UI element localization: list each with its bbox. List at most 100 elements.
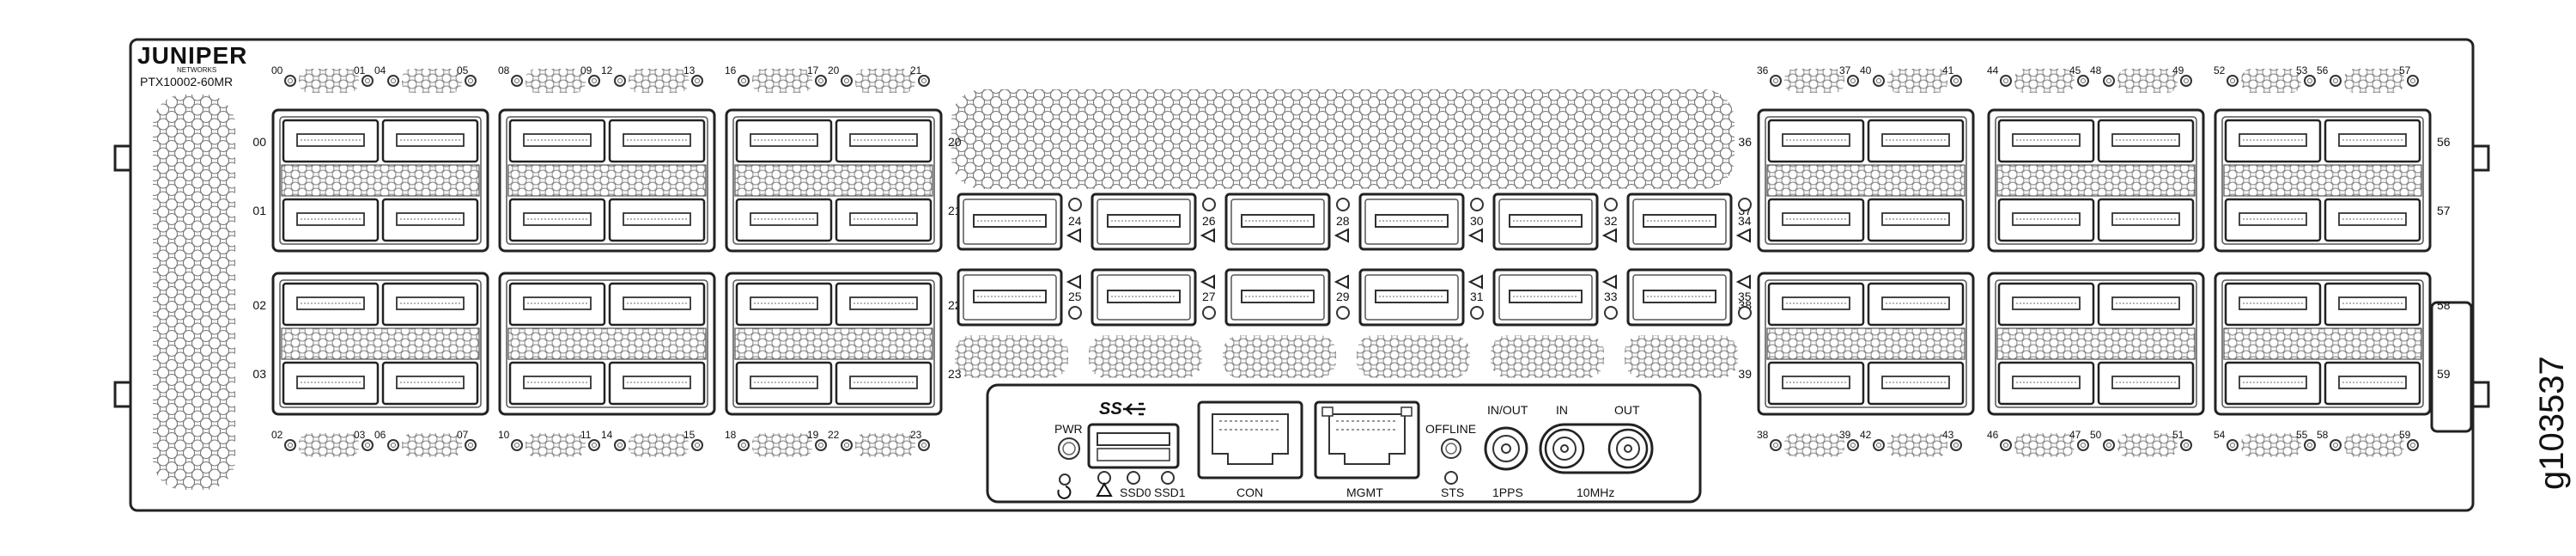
port-led bbox=[1068, 306, 1082, 320]
left-lower-cage-1 bbox=[498, 272, 716, 416]
sfp-port[interactable] bbox=[1492, 192, 1599, 251]
qsfp-port[interactable] bbox=[508, 198, 606, 242]
qsfp-port[interactable] bbox=[1767, 361, 1865, 406]
left-upper-cage-0 bbox=[271, 108, 489, 253]
qsfp-port[interactable] bbox=[2097, 361, 2195, 406]
qsfp-port[interactable] bbox=[2224, 361, 2322, 406]
cage-port-label: 58 bbox=[2437, 298, 2451, 312]
qsfp-port[interactable] bbox=[282, 119, 380, 163]
direction-triangle-icon bbox=[1735, 274, 1751, 290]
sfp-port[interactable] bbox=[1626, 268, 1733, 327]
qsfp-port[interactable] bbox=[735, 361, 833, 406]
qsfp-port[interactable] bbox=[1997, 282, 2095, 327]
qsfp-port[interactable] bbox=[282, 361, 380, 406]
port-number-label: 01 bbox=[354, 64, 366, 76]
qsfp-port[interactable] bbox=[282, 282, 380, 327]
qsfp-port[interactable] bbox=[835, 361, 933, 406]
qsfp-port[interactable] bbox=[1767, 119, 1865, 163]
qsfp-port[interactable] bbox=[508, 361, 606, 406]
qsfp-port[interactable] bbox=[1867, 361, 1965, 406]
direction-triangle-icon bbox=[1467, 228, 1483, 243]
qsfp-port[interactable] bbox=[2324, 198, 2421, 242]
qsfp-port[interactable] bbox=[608, 198, 706, 242]
qsfp-port[interactable] bbox=[835, 198, 933, 242]
sfp-port[interactable] bbox=[957, 192, 1063, 251]
qsfp-port[interactable] bbox=[2324, 361, 2421, 406]
sfp-port[interactable] bbox=[1091, 192, 1197, 251]
qsfp-port[interactable] bbox=[1867, 198, 1965, 242]
right-upper-cage-1 bbox=[1987, 108, 2205, 253]
qsfp-port[interactable] bbox=[608, 119, 706, 163]
qsfp-port[interactable] bbox=[2224, 198, 2322, 242]
qsfp-port[interactable] bbox=[2324, 282, 2421, 327]
left-upper-cage-1 bbox=[498, 108, 716, 253]
qsfp-port[interactable] bbox=[381, 361, 479, 406]
sfp-port[interactable] bbox=[1358, 192, 1465, 251]
port-number-label: 55 bbox=[2296, 429, 2308, 441]
qsfp-port[interactable] bbox=[1867, 119, 1965, 163]
direction-triangle-icon bbox=[1334, 274, 1349, 290]
ssd1-label: SSD1 bbox=[1154, 486, 1186, 499]
qsfp-port[interactable] bbox=[835, 282, 933, 327]
qsfp-port[interactable] bbox=[508, 282, 606, 327]
sfp-port[interactable] bbox=[957, 268, 1063, 327]
sfp-port[interactable] bbox=[1224, 268, 1331, 327]
label-card-slot bbox=[2430, 301, 2473, 433]
qsfp-port[interactable] bbox=[835, 119, 933, 163]
qsfp-port[interactable] bbox=[2224, 282, 2322, 327]
port-number-label: 03 bbox=[354, 429, 366, 441]
port-number-label: 38 bbox=[1757, 429, 1769, 441]
qsfp-port[interactable] bbox=[381, 282, 479, 327]
qsfp-port[interactable] bbox=[735, 198, 833, 242]
sfp-port[interactable] bbox=[1626, 192, 1733, 251]
qsfp-port[interactable] bbox=[1997, 119, 2095, 163]
sfp-port[interactable] bbox=[1492, 268, 1599, 327]
model-label: PTX10002-60MR bbox=[140, 75, 233, 89]
in-label: IN bbox=[1556, 403, 1568, 417]
ssd1-led bbox=[1161, 471, 1175, 485]
out-label: OUT bbox=[1614, 403, 1640, 417]
port-number-label: 49 bbox=[2172, 64, 2184, 76]
port-number-label: 08 bbox=[498, 64, 510, 76]
direction-triangle-icon bbox=[1735, 228, 1751, 243]
port-led bbox=[1470, 198, 1484, 211]
offline-label: OFFLINE bbox=[1425, 422, 1476, 436]
qsfp-port[interactable] bbox=[735, 282, 833, 327]
alarm-led bbox=[1097, 471, 1111, 485]
port-number-label: 46 bbox=[1987, 429, 1999, 441]
qsfp-port[interactable] bbox=[1767, 198, 1865, 242]
qsfp-port[interactable] bbox=[1767, 282, 1865, 327]
qsfp-port[interactable] bbox=[381, 119, 479, 163]
left-vent bbox=[153, 95, 235, 490]
qsfp-port[interactable] bbox=[2097, 198, 2195, 242]
warning-icon bbox=[1096, 481, 1113, 497]
cage-port-label: 01 bbox=[252, 204, 266, 217]
qsfp-port[interactable] bbox=[1997, 198, 2095, 242]
sfp-port[interactable] bbox=[1358, 268, 1465, 327]
qsfp-port[interactable] bbox=[282, 198, 380, 242]
qsfp-port[interactable] bbox=[735, 119, 833, 163]
sfp-port[interactable] bbox=[1224, 192, 1331, 251]
sfp-port-label: 33 bbox=[1604, 290, 1618, 303]
mgmt-activity-led bbox=[1400, 406, 1413, 417]
qsfp-port[interactable] bbox=[2097, 282, 2195, 327]
direction-triangle-icon bbox=[1334, 228, 1349, 243]
port-number-label: 16 bbox=[725, 64, 737, 76]
right-handles bbox=[2473, 144, 2490, 408]
usb-logo: SS bbox=[1099, 400, 1122, 419]
qsfp-port[interactable] bbox=[2097, 119, 2195, 163]
qsfp-port[interactable] bbox=[2324, 119, 2421, 163]
sfp-port[interactable] bbox=[1091, 268, 1197, 327]
cage-port-label: 59 bbox=[2437, 367, 2451, 381]
qsfp-port[interactable] bbox=[1867, 282, 1965, 327]
qsfp-port[interactable] bbox=[1997, 361, 2095, 406]
qsfp-port[interactable] bbox=[608, 361, 706, 406]
qsfp-port[interactable] bbox=[608, 282, 706, 327]
reset-button[interactable] bbox=[1059, 474, 1071, 486]
qsfp-port[interactable] bbox=[381, 198, 479, 242]
qsfp-port[interactable] bbox=[2224, 119, 2322, 163]
qsfp-port[interactable] bbox=[508, 119, 606, 163]
